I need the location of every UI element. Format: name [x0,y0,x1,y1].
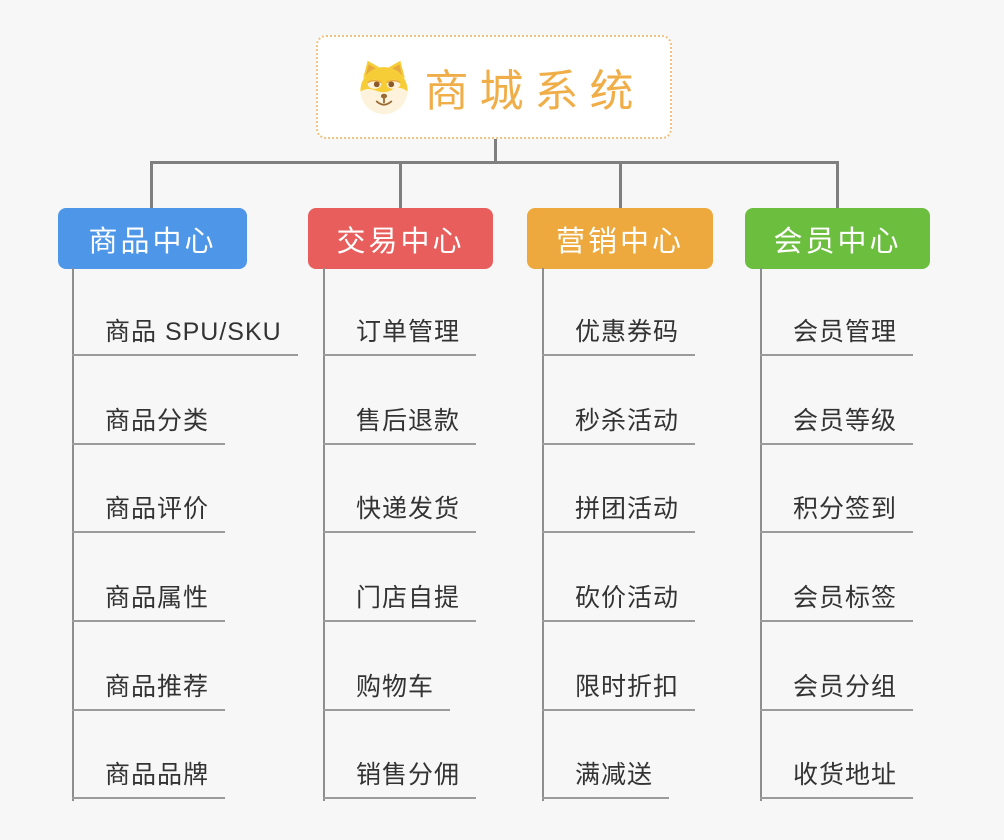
leaf-node[interactable]: 会员管理 [760,316,914,356]
leaf-node[interactable]: 拼团活动 [542,493,696,533]
leaf-node[interactable]: 售后退款 [323,405,477,445]
root-title: 商城系统 [424,67,645,116]
connector-drop-2 [399,161,402,209]
leaf-node[interactable]: 收货地址 [760,759,914,799]
connector-drop-3 [619,161,622,209]
leaf-node[interactable]: 商品评价 [72,493,226,533]
branch-trunk-2 [323,268,325,801]
connector-bus [150,161,839,164]
branch-trunk-4 [760,268,762,801]
leaf-node[interactable]: 购物车 [323,671,451,711]
leaf-node[interactable]: 销售分佣 [323,759,477,799]
leaf-node[interactable]: 商品品牌 [72,759,226,799]
connector-root-stub [494,139,497,163]
branch-trunk-1 [72,268,74,801]
connector-drop-4 [836,161,839,209]
leaf-node[interactable]: 限时折扣 [542,671,696,711]
leaf-node[interactable]: 会员分组 [760,671,914,711]
leaf-node[interactable]: 满减送 [542,759,670,799]
leaf-node[interactable]: 秒杀活动 [542,405,696,445]
branch-trunk-3 [542,268,544,801]
leaf-node[interactable]: 积分签到 [760,493,914,533]
leaf-node[interactable]: 商品属性 [72,582,226,622]
leaf-node[interactable]: 砍价活动 [542,582,696,622]
root-node-mall-system[interactable]: 商城系统 [316,35,672,139]
branch-node-product-center[interactable]: 商品中心 [58,208,247,269]
doge-face-icon [359,60,408,115]
leaf-node[interactable]: 商品 SPU/SKU [72,316,298,356]
leaf-node[interactable]: 优惠券码 [542,316,696,356]
leaf-node[interactable]: 会员标签 [760,582,914,622]
leaf-node[interactable]: 快递发货 [323,493,477,533]
leaf-node[interactable]: 会员等级 [760,405,914,445]
leaf-node[interactable]: 订单管理 [323,316,477,356]
leaf-node[interactable]: 商品推荐 [72,671,226,711]
branch-node-trade-center[interactable]: 交易中心 [308,208,493,269]
branch-node-marketing-center[interactable]: 营销中心 [527,208,713,269]
leaf-node[interactable]: 门店自提 [323,582,477,622]
branch-node-member-center[interactable]: 会员中心 [745,208,930,269]
leaf-node[interactable]: 商品分类 [72,405,226,445]
connector-drop-1 [150,161,153,209]
